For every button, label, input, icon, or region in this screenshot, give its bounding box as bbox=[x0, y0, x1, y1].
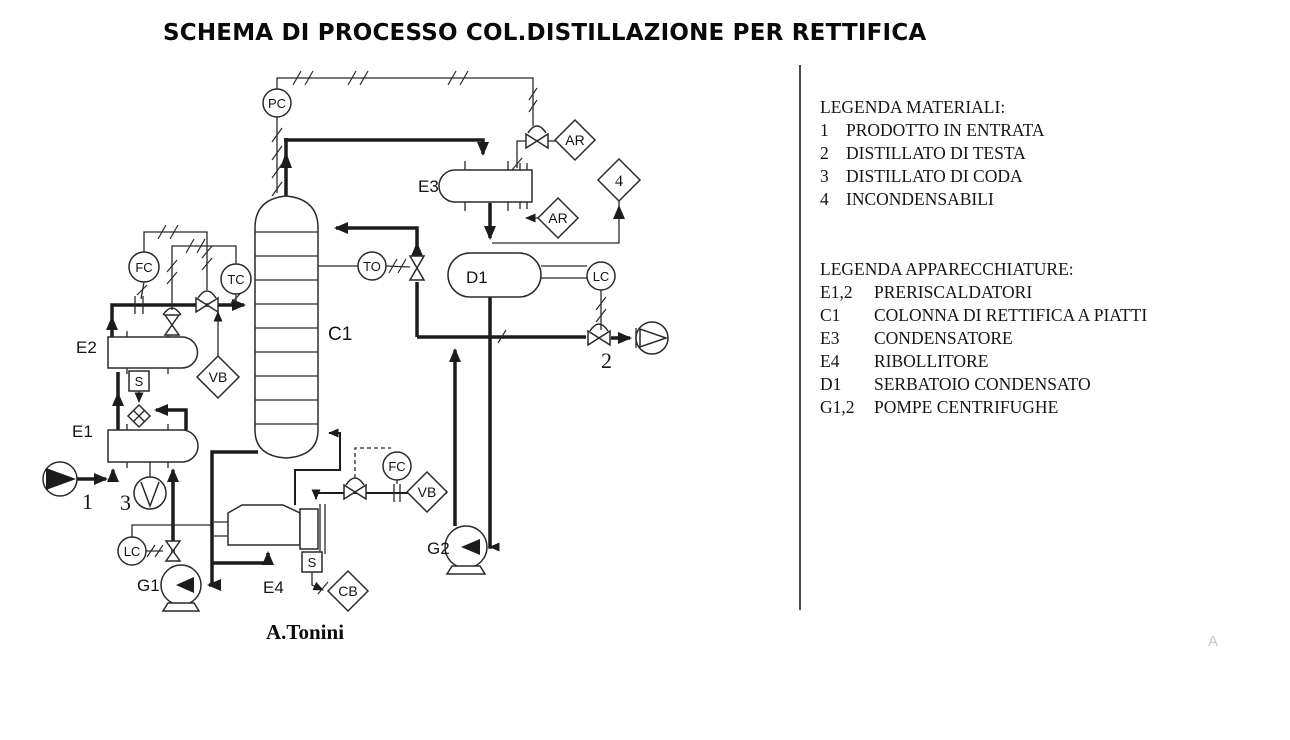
vb-steam-tag: VB bbox=[418, 484, 437, 500]
analyzer-ar-condensate-tag: AR bbox=[548, 210, 567, 226]
preheater-e1: E1 bbox=[72, 422, 199, 463]
instrument-fc-feed-tag: FC bbox=[135, 260, 152, 275]
condenser-e3: E3 bbox=[418, 169, 533, 203]
preheater-e1-label: E1 bbox=[72, 422, 93, 441]
condenser-e3-label: E3 bbox=[418, 177, 439, 196]
instrument-fc-steam: FC bbox=[382, 451, 412, 481]
legend-materials-heading: LEGENDA MATERIALI: bbox=[820, 97, 1006, 117]
instrument-fc-steam-tag: FC bbox=[388, 459, 405, 474]
preheater-e2: E2 bbox=[76, 336, 199, 369]
reboiler-e4: E4 bbox=[227, 504, 319, 597]
stream-1-label: 1 bbox=[82, 489, 93, 514]
stream-2-label: 2 bbox=[601, 348, 612, 373]
reboiler-e4-label: E4 bbox=[263, 578, 284, 597]
instrument-pc: PC bbox=[262, 88, 292, 118]
preheater-e2-label: E2 bbox=[76, 338, 97, 357]
pump-g1-label: G1 bbox=[137, 576, 160, 595]
instrument-tc-feed: TC bbox=[220, 263, 252, 295]
drum-d1-label: D1 bbox=[466, 268, 488, 287]
analyzer-ar-vent-tag: AR bbox=[565, 132, 584, 148]
cb-diamond: CB bbox=[326, 569, 370, 613]
pump-g1: G1 bbox=[137, 564, 202, 612]
author-signature: A.Tonini bbox=[266, 620, 345, 644]
instrument-fc-feed: FC bbox=[128, 251, 160, 283]
instrument-to-reflux: TO bbox=[357, 251, 387, 281]
column-c1-label: C1 bbox=[328, 324, 352, 345]
cb-tag: CB bbox=[338, 583, 357, 599]
distillate-destination-symbol: 2 bbox=[601, 321, 669, 373]
legend-equipment-heading: LEGENDA APPARECCHIATURE: bbox=[820, 259, 1074, 279]
reflux-control-valve bbox=[408, 255, 426, 281]
drum-d1: D1 bbox=[447, 252, 542, 298]
steam-control-valve bbox=[343, 477, 367, 501]
stream-4-label: 4 bbox=[615, 173, 623, 190]
s-box-e4: S bbox=[301, 551, 323, 573]
bottoms-destination-symbol: 3 bbox=[120, 462, 167, 515]
instrument-pc-tag: PC bbox=[268, 96, 286, 111]
distillate-control-valve bbox=[587, 323, 611, 347]
three-way-diverter-valve bbox=[126, 403, 152, 429]
column-c1: C1 bbox=[254, 195, 352, 459]
s-box-e2: S bbox=[128, 370, 150, 392]
e2-control-valve bbox=[162, 307, 182, 336]
stream-3-label: 3 bbox=[120, 490, 131, 515]
instrument-to-reflux-tag: TO bbox=[363, 259, 381, 274]
watermark-letter: A bbox=[1208, 633, 1219, 650]
vb-feed-diamond: VB bbox=[195, 354, 241, 400]
vb-steam-diamond: VB bbox=[405, 470, 449, 514]
feed-source-symbol: 1 bbox=[42, 461, 93, 514]
bottoms-control-valve bbox=[164, 540, 182, 562]
s-box-e4-tag: S bbox=[308, 555, 317, 570]
pump-g2-label: G2 bbox=[427, 539, 450, 558]
page-title: SCHEMA DI PROCESSO COL.DISTILLAZIONE PER… bbox=[163, 20, 927, 46]
signal-and-utility-lines bbox=[126, 70, 625, 595]
process-lines bbox=[77, 138, 632, 591]
instrument-tc-feed-tag: TC bbox=[227, 272, 244, 287]
vb-feed-tag: VB bbox=[209, 369, 228, 385]
instrument-lc-bottoms: LC bbox=[117, 536, 147, 566]
stream-4-diamond: 4 bbox=[596, 157, 642, 203]
instrument-lc-drum-tag: LC bbox=[593, 269, 610, 284]
feed-control-valve bbox=[195, 290, 219, 314]
s-box-e2-tag: S bbox=[135, 374, 144, 389]
analyzer-ar-vent: AR bbox=[553, 118, 597, 162]
pc-vent-valve bbox=[525, 125, 549, 150]
analyzer-ar-condensate: AR bbox=[536, 196, 580, 240]
instrument-lc-bottoms-tag: LC bbox=[124, 544, 141, 559]
instrument-lc-drum: LC bbox=[586, 261, 616, 291]
pump-g2: G2 bbox=[427, 525, 488, 575]
